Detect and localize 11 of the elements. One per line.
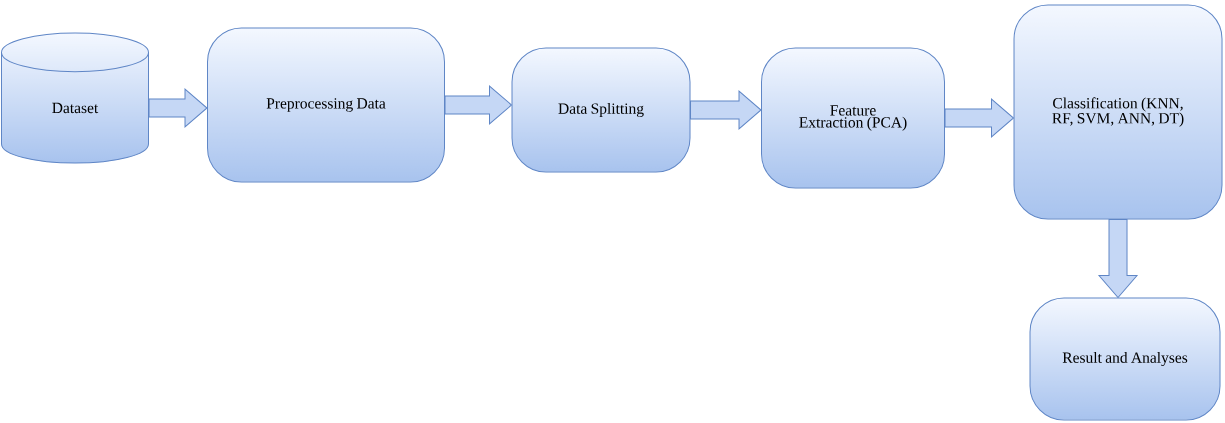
process-box: Preprocessing Data bbox=[207, 27, 445, 183]
process-box: Result and Analyses bbox=[1029, 297, 1221, 421]
block-arrow bbox=[444, 85, 512, 125]
block-arrow bbox=[944, 98, 1014, 138]
process-box: Classification (KNN, RF, SVM, ANN, DT) bbox=[1013, 4, 1223, 220]
database-cylinder: Dataset bbox=[1, 32, 149, 164]
process-box: Feature Extraction (PCA) bbox=[761, 47, 945, 189]
process-box: Data Splitting bbox=[511, 47, 691, 173]
block-arrow bbox=[690, 90, 762, 130]
block-arrow bbox=[1098, 219, 1138, 298]
block-arrow bbox=[148, 88, 208, 128]
